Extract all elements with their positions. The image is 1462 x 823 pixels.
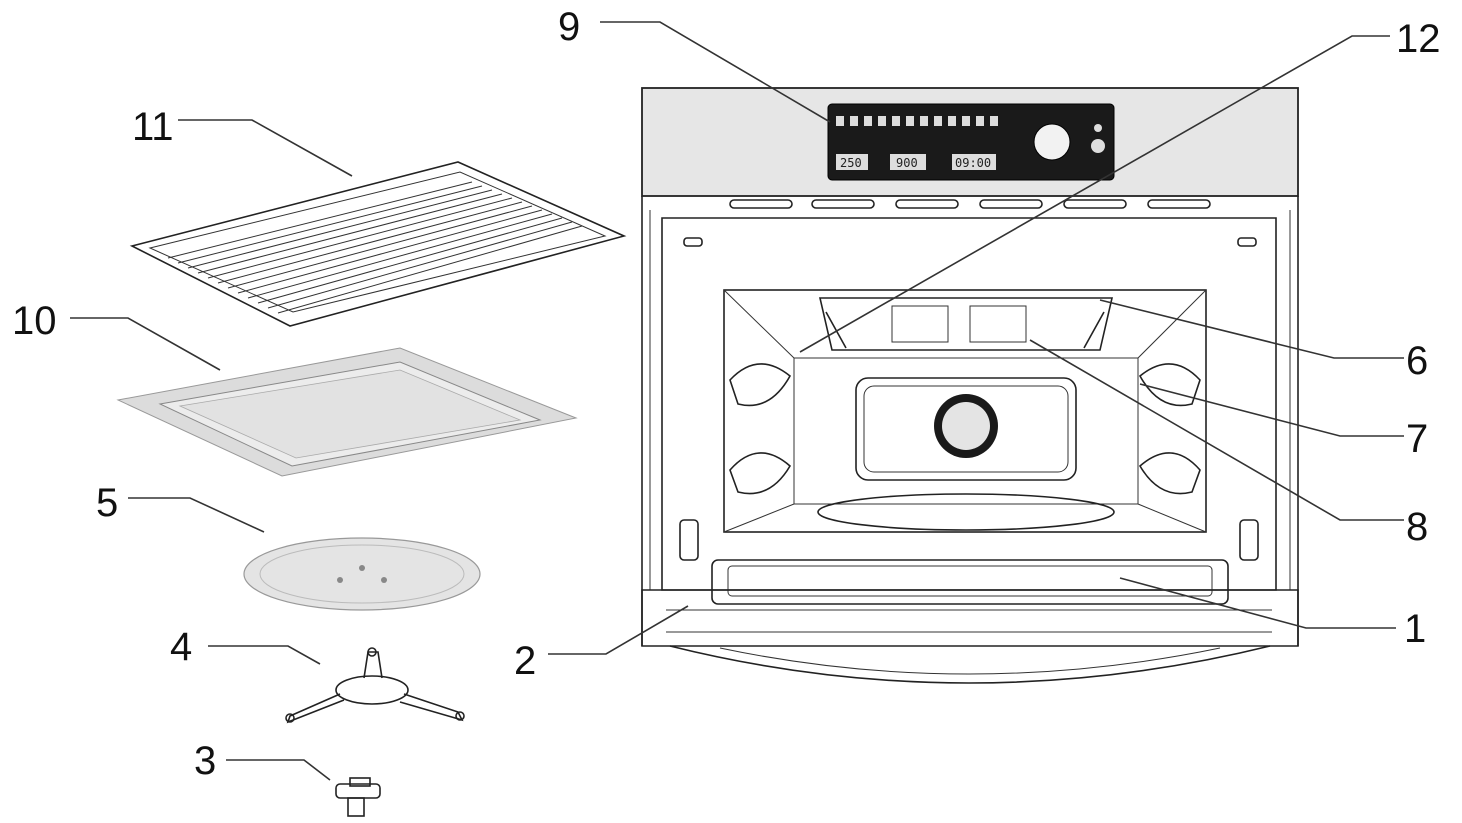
start-button-icon	[1091, 139, 1105, 153]
indicator-light	[1094, 124, 1102, 132]
turntable-plate	[243, 537, 481, 611]
side-supports-right	[1138, 363, 1201, 495]
display-time: 09:00	[955, 156, 991, 170]
display-temperature: 900	[896, 156, 918, 170]
drive-coupler	[335, 777, 381, 817]
hinge-left	[679, 519, 699, 561]
oven: 250 900 09:00	[641, 87, 1299, 684]
callout-11: 11	[132, 105, 174, 149]
callout-12: 12	[1396, 17, 1441, 61]
grill-rack-bars	[167, 181, 583, 314]
callout-8: 8	[1406, 505, 1428, 549]
baking-tray	[116, 347, 578, 477]
callout-5: 5	[96, 481, 118, 525]
callout-3: 3	[194, 739, 216, 783]
callout-numbers: 9 12 11 10 5 4 3 2 1 6 7 8	[12, 5, 1441, 783]
hinge-right	[1239, 519, 1259, 561]
callout-2: 2	[514, 639, 536, 683]
callout-9: 9	[558, 5, 580, 49]
callout-6: 6	[1406, 339, 1428, 383]
callout-10: 10	[12, 299, 57, 343]
grill-rack	[129, 161, 627, 327]
control-panel: 250 900 09:00	[827, 103, 1115, 181]
leader-lines	[70, 21, 1404, 781]
display-power: 250	[840, 156, 862, 170]
vent-slots	[729, 199, 1211, 209]
mode-icons-row	[836, 116, 998, 126]
callout-7: 7	[1406, 417, 1428, 461]
side-supports-left	[729, 363, 792, 495]
callout-4: 4	[170, 625, 192, 669]
roller-support	[285, 647, 465, 724]
control-knob	[1033, 123, 1071, 161]
oven-cavity	[723, 289, 1207, 533]
grill-element	[818, 297, 1114, 351]
callout-1: 1	[1404, 607, 1426, 651]
oven-door	[641, 559, 1299, 684]
